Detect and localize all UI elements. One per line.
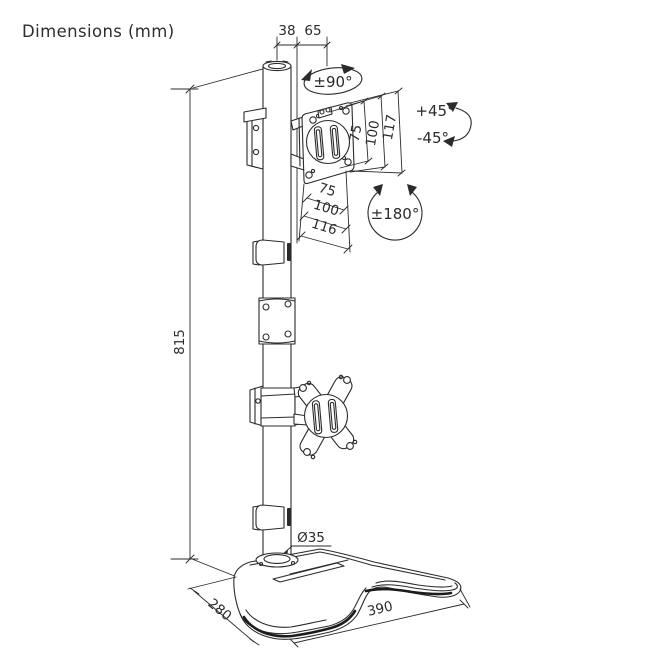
dim-pole-diameter-label: Ø35	[297, 530, 325, 546]
vesa-vertical-75: 75	[347, 123, 366, 143]
pole-coupler	[258, 297, 296, 345]
vesa-boss	[305, 119, 351, 165]
rotation-swivel-label: ±90°	[313, 73, 352, 91]
pole-cap	[262, 60, 292, 72]
rotation-swivel: ±90°	[301, 64, 363, 95]
rotation-pivot: ±180°	[367, 184, 423, 241]
cable-clip-upper	[252, 239, 291, 266]
page-title: Dimensions (mm)	[22, 22, 175, 41]
vesa-boss-lower	[303, 393, 349, 439]
rotation-tilt-up-label: +45°	[415, 102, 454, 120]
vesa-horizontal-75: 75	[317, 180, 338, 200]
vesa-horizontal-100: 100	[312, 197, 341, 220]
dimension-vesa-vertical: 75 100 117	[329, 87, 406, 177]
rotation-pivot-label: ±180°	[371, 205, 420, 223]
dim-65-label: 65	[304, 23, 321, 39]
dim-38-label: 38	[278, 23, 295, 39]
dim-280-label: 280	[205, 596, 235, 625]
dimension-top-offsets: 38 65	[273, 23, 331, 244]
upper-vesa-plate	[301, 102, 355, 185]
vesa-horizontal-116: 116	[310, 216, 339, 239]
upper-clamp	[243, 107, 309, 171]
dim-815-label: 815	[172, 329, 188, 355]
lower-vesa-plate	[297, 374, 358, 460]
dim-390-label: 390	[366, 598, 395, 619]
vesa-vertical-100: 100	[363, 119, 383, 147]
rotation-tilt-down-label: -45°	[417, 129, 449, 147]
base	[233, 548, 462, 640]
vesa-vertical-117: 117	[380, 113, 400, 141]
cable-clip-lower	[252, 504, 291, 531]
dimension-base-width: 390	[289, 588, 471, 648]
rotation-tilt: +45° -45°	[415, 102, 472, 147]
dimension-vesa-horizontal: 75 100 116	[296, 170, 353, 254]
